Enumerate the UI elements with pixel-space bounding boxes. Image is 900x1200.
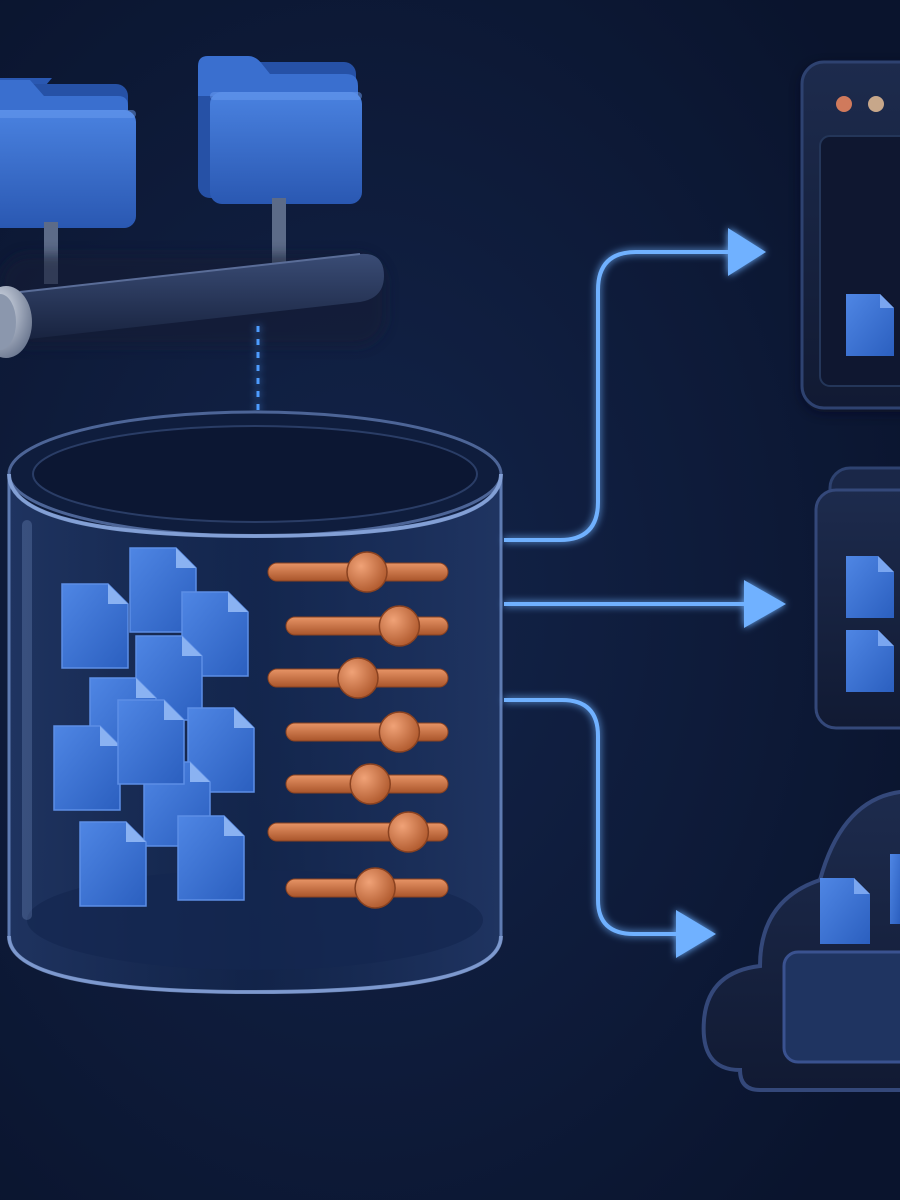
document-icon: [177, 815, 245, 901]
slider-control-icon: [267, 811, 449, 853]
folder-icon: [198, 56, 362, 204]
arrow-head-top: [728, 228, 766, 276]
slider-knob: [387, 811, 430, 853]
window-dot-red: [836, 96, 852, 112]
slider-knob: [354, 867, 396, 909]
document-stack-panel-icon: [814, 466, 900, 730]
slider-knob: [337, 657, 379, 699]
document-icon: [846, 294, 894, 356]
arrow-head-bottom: [676, 910, 716, 958]
document-icon: [53, 725, 121, 811]
slider-knob: [349, 763, 391, 805]
arrow-to-app-window: [504, 250, 740, 542]
settings-sliders: [267, 551, 449, 909]
document-icon: [187, 707, 255, 793]
slider-control-icon: [285, 711, 449, 753]
folder-icon: [0, 78, 136, 228]
document-icon: [890, 854, 900, 924]
slider-control-icon: [267, 657, 449, 699]
mount-rail-icon: [0, 198, 386, 358]
document-icon: [820, 878, 870, 944]
glass-rim-front: [7, 473, 503, 995]
slider-control-icon: [267, 551, 449, 593]
slider-control-icon: [285, 763, 449, 805]
slider-control-icon: [285, 605, 449, 647]
stored-documents: [53, 547, 255, 907]
app-window-icon: [800, 60, 900, 412]
source-folders: [0, 56, 362, 228]
document-icon: [117, 699, 185, 785]
cloud-storage-icon: [701, 790, 900, 1092]
document-icon: [846, 630, 894, 692]
document-icon: [61, 583, 129, 669]
document-icon: [846, 556, 894, 618]
arrow-head-middle: [744, 580, 786, 628]
document-icon: [79, 821, 147, 907]
slider-control-icon: [285, 867, 449, 909]
arrow-to-cloud: [504, 698, 684, 936]
window-dot-beige: [868, 96, 884, 112]
cloud-drive-tray: [782, 950, 900, 1064]
output-arrows: [504, 228, 786, 958]
slider-knob: [378, 711, 421, 753]
slider-knob: [378, 605, 421, 647]
slider-knob: [346, 551, 388, 593]
